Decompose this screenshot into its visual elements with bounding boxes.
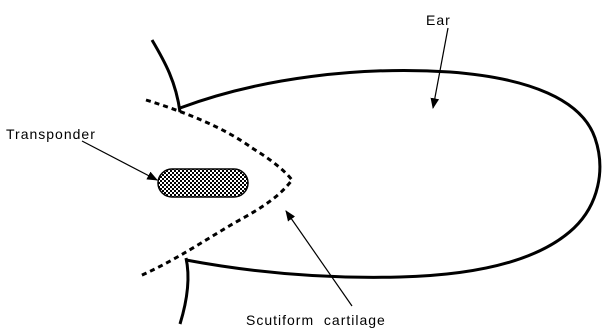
scutiform-cartilage-label: Scutiform cartilage [246,312,386,328]
transponder-capsule [158,169,248,197]
head-outline-lower [180,258,188,324]
transponder-label: Transponder [6,126,96,142]
cartilage-arrow [286,211,352,306]
transponder-arrow [82,141,157,180]
ear-arrow [433,28,448,108]
head-outline-upper [152,40,180,112]
ear-label: Ear [426,12,451,28]
